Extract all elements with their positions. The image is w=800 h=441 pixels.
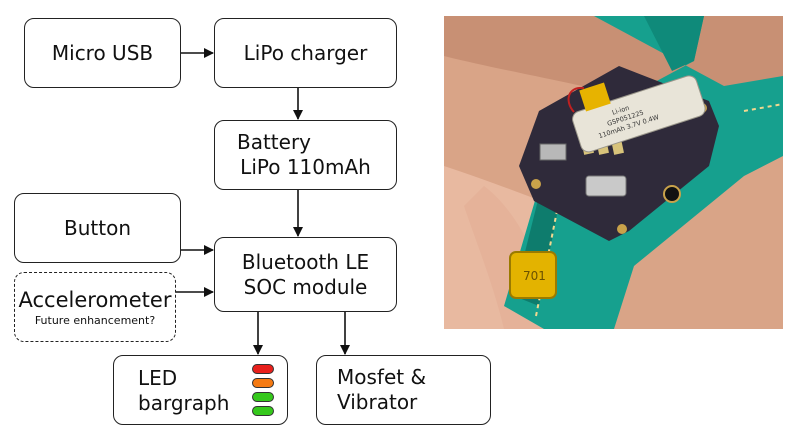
mosfet-vibrator-block: Mosfet & Vibrator xyxy=(316,355,491,425)
led-bargraph-block: LED bargraph xyxy=(113,355,288,425)
battery-block: Battery LiPo 110mAh xyxy=(214,120,397,190)
mosfet-label-line2: Vibrator xyxy=(337,390,418,414)
accelerometer-note: Future enhancement? xyxy=(34,313,156,327)
connector-arrows xyxy=(176,48,350,355)
soc-label-line1: Bluetooth LE xyxy=(241,249,370,274)
led-pill-orange xyxy=(252,378,274,388)
usb-port xyxy=(539,143,567,161)
mosfet-label-line1: Mosfet & xyxy=(337,365,427,389)
bluetooth-soc-block: Bluetooth LE SOC module xyxy=(214,237,397,312)
led-label-line2: bargraph xyxy=(138,391,230,415)
micro-usb-label: Micro USB xyxy=(51,40,154,65)
accelerometer-label: Accelerometer xyxy=(18,287,172,312)
lipo-charger-label: LiPo charger xyxy=(243,40,368,65)
led-pill-red xyxy=(252,364,274,374)
accelerometer-block: Accelerometer Future enhancement? xyxy=(14,272,176,342)
led-pill-green-1 xyxy=(252,392,274,402)
soc-label-line2: SOC module xyxy=(243,274,368,299)
lipo-battery xyxy=(572,75,706,153)
button-block: Button xyxy=(14,193,181,263)
button-label: Button xyxy=(64,215,131,240)
battery-label-line1: Battery xyxy=(236,130,312,154)
strap-badge xyxy=(509,251,557,299)
battery-tape xyxy=(579,82,611,112)
micro-usb-block: Micro USB xyxy=(24,18,181,88)
strap-badge-text: 701 xyxy=(523,269,546,283)
lipo-charger-block: LiPo charger xyxy=(214,18,397,88)
device-photo: Li-ion GSP051225 110mAh 3.7V 0.4W 701 xyxy=(444,16,783,329)
led-label-line1: LED xyxy=(138,366,178,390)
led-pill-green-2 xyxy=(252,406,274,416)
vibration-motor xyxy=(585,175,627,197)
battery-label-line2: LiPo 110mAh xyxy=(240,155,371,179)
